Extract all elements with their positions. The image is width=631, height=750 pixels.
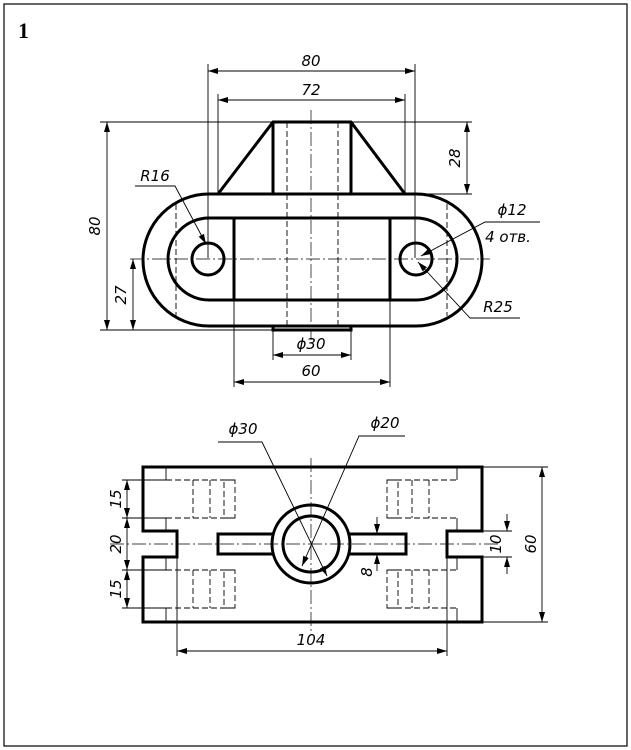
label-r16: R16: [140, 167, 170, 185]
outer-slot: [141, 192, 484, 328]
dim-text-15-upper: 15: [107, 489, 125, 508]
leader-r16: [135, 185, 207, 245]
dim-text-80-vertical: 80: [86, 216, 104, 235]
dim-text-80: 80: [301, 52, 320, 70]
leader-r25: [417, 261, 520, 319]
sheet-number: 1: [18, 18, 29, 43]
sheet-frame: [3, 3, 628, 747]
bottom-boss: [271, 324, 353, 332]
leader-d20: [301, 435, 405, 567]
top-view: 80 72 80 27 28 R16 ϕ12 4 отв. R25 ϕ30 60: [86, 52, 540, 387]
rib-outline: [216, 120, 407, 195]
dim-text-10: 10: [487, 534, 505, 553]
dim-text-60: 60: [301, 362, 320, 380]
dim-text-15-lower: 15: [107, 579, 125, 598]
inner-slot: [166, 216, 459, 302]
label-d30: ϕ30: [229, 420, 258, 438]
leader-hole: [420, 221, 540, 257]
dim-text-28: 28: [446, 148, 464, 167]
dim-text-27: 27: [112, 285, 130, 305]
front-view: ϕ30 ϕ20 15 20 15 60 10 8 104: [107, 414, 548, 656]
leader-d30: [218, 441, 328, 577]
dim-text-d30: ϕ30: [297, 335, 326, 353]
dim-text-20: 20: [107, 534, 125, 553]
dim-text-8: 8: [358, 567, 376, 577]
label-hole-diameter: ϕ12: [498, 201, 527, 219]
hidden-features: [165, 467, 458, 622]
dim-text-72: 72: [301, 81, 320, 99]
extension-lines: [100, 64, 472, 387]
label-hole-count: 4 отв.: [485, 228, 531, 246]
dim-text-60-front: 60: [522, 534, 540, 553]
label-r25: R25: [483, 298, 513, 316]
dim-text-104: 104: [297, 631, 326, 649]
label-d20: ϕ20: [371, 414, 400, 432]
